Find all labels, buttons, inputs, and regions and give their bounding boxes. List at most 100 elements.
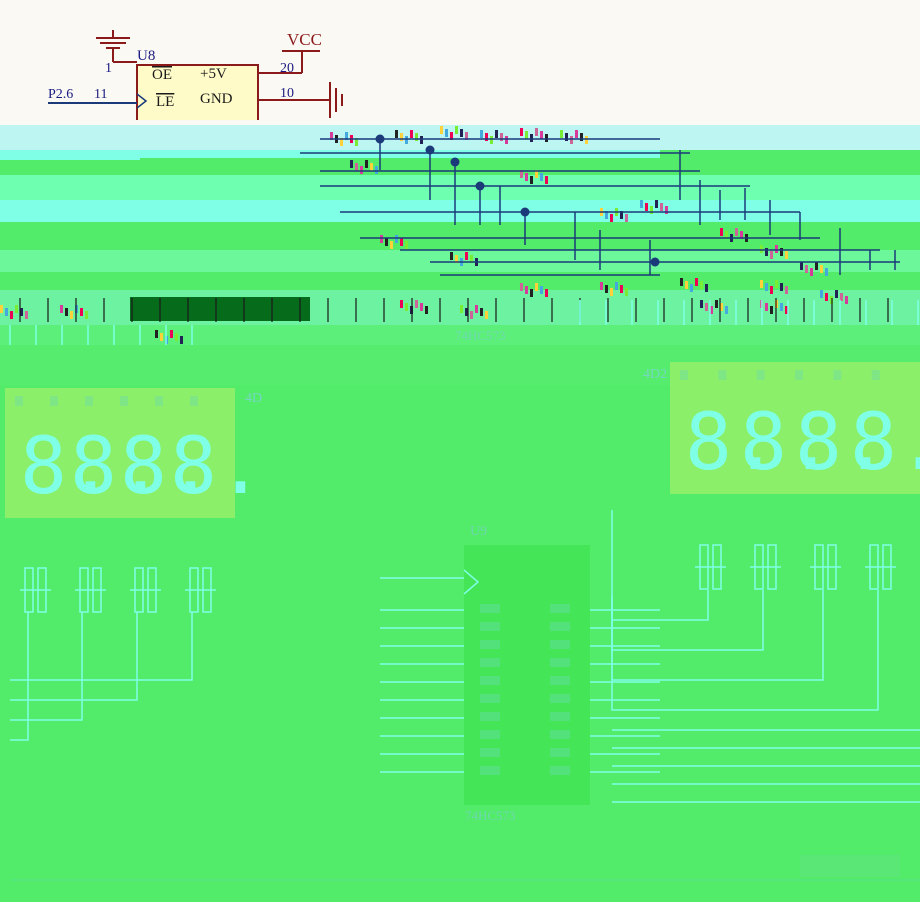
- glitch-noise: [545, 289, 548, 297]
- display-pin-mark: [190, 396, 198, 406]
- glitch-noise: [835, 290, 838, 298]
- trace: [611, 590, 879, 711]
- glitch-noise: [770, 251, 773, 259]
- glitch-noise: [85, 311, 88, 319]
- glitch-noise: [15, 305, 18, 313]
- glitch-noise: [780, 248, 783, 256]
- glitch-noise: [825, 268, 828, 276]
- glitch-noise: [610, 214, 613, 222]
- u9-pin-label: [550, 622, 570, 631]
- u9-body: [464, 545, 590, 805]
- glitch-noise: [535, 170, 538, 178]
- display-digit: 8.: [740, 398, 834, 488]
- glitch-noise: [520, 128, 523, 136]
- u9-pin-label: [480, 622, 500, 631]
- glitch-noise: [695, 278, 698, 286]
- glitch-noise: [405, 241, 408, 249]
- glitch-noise: [455, 126, 458, 134]
- glitch-noise: [725, 306, 728, 314]
- glitch-noise: [760, 245, 763, 253]
- glitch-noise: [720, 303, 723, 311]
- glitch-noise: [520, 170, 523, 178]
- glitch-band: [0, 222, 920, 250]
- glitch-noise: [530, 134, 533, 142]
- glitch-noise: [385, 238, 388, 246]
- display-digit: 8.: [850, 398, 920, 488]
- display-4d2: 8.8.8.8.4D2: [643, 362, 920, 494]
- glitch-noise: [475, 305, 478, 313]
- trace: [10, 612, 83, 721]
- glitch-noise: [810, 268, 813, 276]
- glitch-noise: [450, 252, 453, 260]
- glitch-noise: [780, 303, 783, 311]
- display-pin-mark: [155, 396, 163, 406]
- u9-pin-label: [480, 748, 500, 757]
- u9-clock-triangle: [463, 569, 480, 595]
- u8-clock-triangle: [136, 93, 148, 109]
- display-pin-mark: [680, 370, 688, 380]
- u8-pin-number: 10: [280, 86, 294, 101]
- glitch-noise: [770, 306, 773, 314]
- glitch-noise: [625, 214, 628, 222]
- display-4d: 8.8.8.8.4D: [5, 388, 264, 518]
- glitch-noise: [605, 285, 608, 293]
- glitch-noise: [815, 262, 818, 270]
- junction-dot: [520, 207, 530, 217]
- glitch-noise: [660, 203, 663, 211]
- glitch-noise: [535, 128, 538, 136]
- glitch-noise: [525, 173, 528, 181]
- display-pin-mark: [756, 370, 765, 380]
- glitch-noise: [785, 286, 788, 294]
- glitch-noise: [420, 136, 423, 144]
- glitch-noise: [665, 206, 668, 214]
- glitch-noise: [585, 136, 588, 144]
- glitch-noise: [350, 160, 353, 168]
- glitch-noise: [620, 211, 623, 219]
- glitch-noise: [680, 278, 683, 286]
- glitch-noise: [415, 300, 418, 308]
- u8-net-label: P2.6: [48, 87, 73, 102]
- glitch-noise: [360, 166, 363, 174]
- glitch-noise: [405, 303, 408, 311]
- u9-pin-label: [550, 676, 570, 685]
- glitch-noise: [610, 288, 613, 296]
- glitch-noise: [465, 308, 468, 316]
- glitch-noise: [460, 129, 463, 137]
- glitch-noise: [410, 130, 413, 138]
- glitch-noise: [395, 235, 398, 243]
- glitch-noise: [615, 282, 618, 290]
- u8-pin-name: +5V: [200, 66, 227, 82]
- glitch-noise: [420, 303, 423, 311]
- glitch-noise: [560, 130, 563, 138]
- u8-ref: U8: [137, 48, 155, 64]
- glitch-noise: [470, 311, 473, 319]
- glitch-noise: [530, 289, 533, 297]
- glitch-noise: [825, 293, 828, 301]
- glitch-noise: [705, 284, 708, 292]
- glitch-noise: [765, 283, 768, 291]
- glitch-noise: [700, 281, 703, 289]
- u9-pin-label: [550, 748, 570, 757]
- glitch-noise: [355, 138, 358, 146]
- trace: [10, 612, 138, 701]
- u9-pin-label: [480, 676, 500, 685]
- glitch-noise: [70, 311, 73, 319]
- glitch-noise: [160, 333, 163, 341]
- glitch-noise: [775, 280, 778, 288]
- glitch-noise: [445, 129, 448, 137]
- glitch-noise: [395, 130, 398, 138]
- glitch-noise: [775, 245, 778, 253]
- glitch-noise: [440, 126, 443, 134]
- trace: [10, 612, 193, 681]
- glitch-noise: [800, 262, 803, 270]
- glitch-noise: [820, 290, 823, 298]
- glitch-noise: [545, 134, 548, 142]
- junction-dot: [650, 257, 660, 267]
- display-ref: 4D2: [643, 367, 667, 382]
- u9-pin-label: [550, 730, 570, 739]
- trace: [10, 612, 29, 741]
- glitch-noise: [365, 160, 368, 168]
- glitch-noise: [565, 133, 568, 141]
